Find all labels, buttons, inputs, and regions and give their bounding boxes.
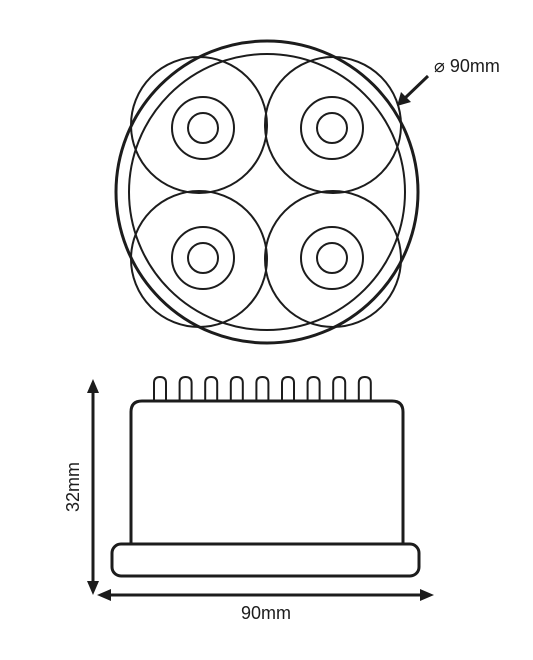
terminal-pin	[255, 375, 270, 404]
lens-top-left	[130, 56, 268, 194]
top-view: ⌀ 90mm	[114, 39, 500, 345]
height-arrow-top	[87, 379, 99, 393]
led-bottom-right-inner	[316, 242, 348, 274]
diameter-callout: ⌀ 90mm	[397, 56, 500, 106]
terminal-pin	[306, 375, 321, 404]
lens-top-right	[264, 56, 402, 194]
width-arrow-right	[420, 589, 434, 601]
terminal-pin	[332, 375, 347, 404]
led-top-left-inner	[187, 112, 219, 144]
width-dimension: 90mm	[97, 589, 434, 623]
led-bottom-left-inner	[187, 242, 219, 274]
terminal-pin	[204, 375, 219, 404]
led-emitters	[171, 96, 364, 290]
width-arrow-left	[97, 589, 111, 601]
diameter-label: ⌀ 90mm	[434, 56, 500, 76]
led-top-right-outer	[300, 96, 364, 160]
terminal-pins	[153, 375, 372, 404]
lens-bottom-right	[264, 190, 402, 328]
lens-bottom-left	[130, 190, 268, 328]
diameter-arrowhead	[397, 92, 411, 106]
led-top-right-inner	[316, 112, 348, 144]
height-dimension: 32mm	[63, 379, 99, 595]
terminal-pin	[178, 375, 193, 404]
terminal-pin	[281, 375, 295, 404]
outer-housing-ring	[114, 39, 420, 345]
housing-body	[129, 399, 405, 546]
inner-housing-ring	[128, 53, 406, 331]
diameter-leader-line	[402, 74, 430, 101]
base-flange	[110, 542, 421, 578]
led-bottom-left-outer	[171, 226, 235, 290]
led-top-left-outer	[171, 96, 235, 160]
height-label: 32mm	[63, 462, 83, 512]
terminal-pin	[153, 375, 167, 404]
width-label: 90mm	[241, 603, 291, 623]
height-arrow-bottom	[87, 581, 99, 595]
terminal-pin	[229, 375, 244, 404]
side-view: 32mm 90mm	[63, 375, 434, 623]
lens-outlines	[130, 56, 402, 328]
led-bottom-right-outer	[300, 226, 364, 290]
terminal-pin	[357, 375, 372, 404]
